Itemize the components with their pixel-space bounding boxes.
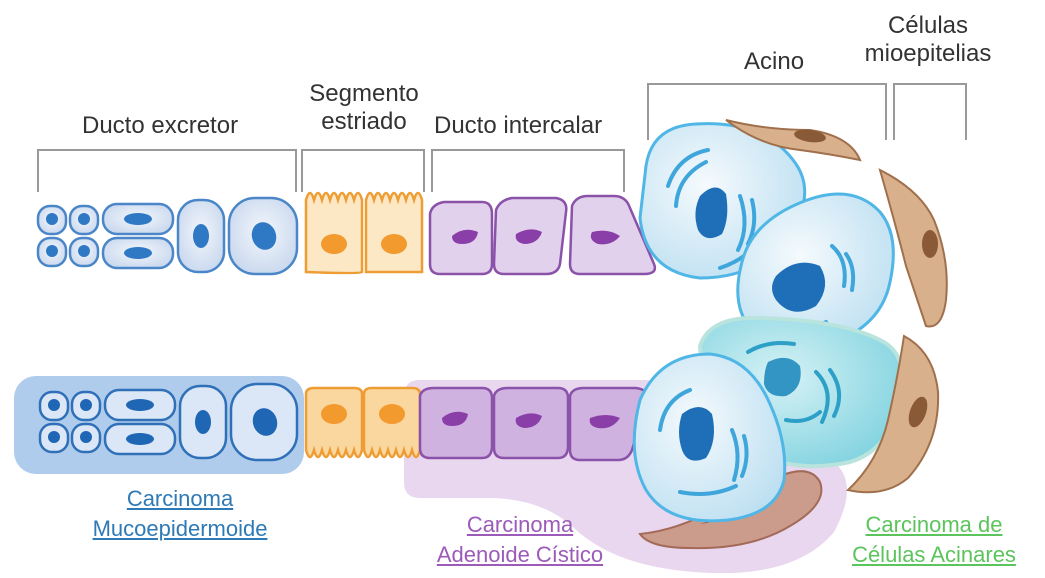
label-ducto-intercalar: Ducto intercalar: [434, 112, 602, 140]
lower-striated-segment: [306, 388, 420, 457]
striated-cell: [306, 193, 362, 273]
adenoide-line2: Adenoide Cístico: [410, 540, 630, 570]
excretory-small-cell-group: [38, 206, 98, 266]
bracket-ducto-intercalar: [432, 150, 624, 192]
acinus: [634, 124, 902, 521]
label-segmento-estriado: Segmento estriado: [300, 80, 428, 136]
striated-cell: [366, 193, 422, 272]
lower-intercalated-duct: [420, 388, 648, 460]
bracket-ducto-excretor: [38, 150, 296, 192]
acinares-line1: Carcinoma de: [834, 510, 1034, 540]
link-carcinoma-mucoepidermoide[interactable]: Carcinoma Mucoepidermoide: [70, 484, 290, 544]
bracket-segmento-estriado: [302, 150, 424, 192]
label-acino: Acino: [744, 48, 804, 76]
label-celulas-mioepitelias: Células mioepitelias: [858, 12, 998, 68]
label-segmento-line1: Segmento: [300, 80, 428, 108]
link-carcinoma-celulas-acinares[interactable]: Carcinoma de Células Acinares: [834, 510, 1034, 570]
upper-striated-segment: [306, 193, 422, 273]
label-segmento-line2: estriado: [300, 108, 428, 136]
adenoide-line1: Carcinoma: [410, 510, 630, 540]
label-celulas-line2: mioepitelias: [858, 40, 998, 68]
link-carcinoma-adenoide-cistico[interactable]: Carcinoma Adenoide Cístico: [410, 510, 630, 570]
acinares-line2: Células Acinares: [834, 540, 1034, 570]
mucoepidermoide-line2: Mucoepidermoide: [70, 514, 290, 544]
label-celulas-line1: Células: [858, 12, 998, 40]
bracket-celulas-mioepitelias: [894, 84, 966, 140]
upper-intercalated-duct: [430, 196, 655, 274]
mucoepidermoide-line1: Carcinoma: [70, 484, 290, 514]
upper-excretory-duct: [38, 198, 297, 274]
label-ducto-excretor: Ducto excretor: [82, 112, 238, 140]
